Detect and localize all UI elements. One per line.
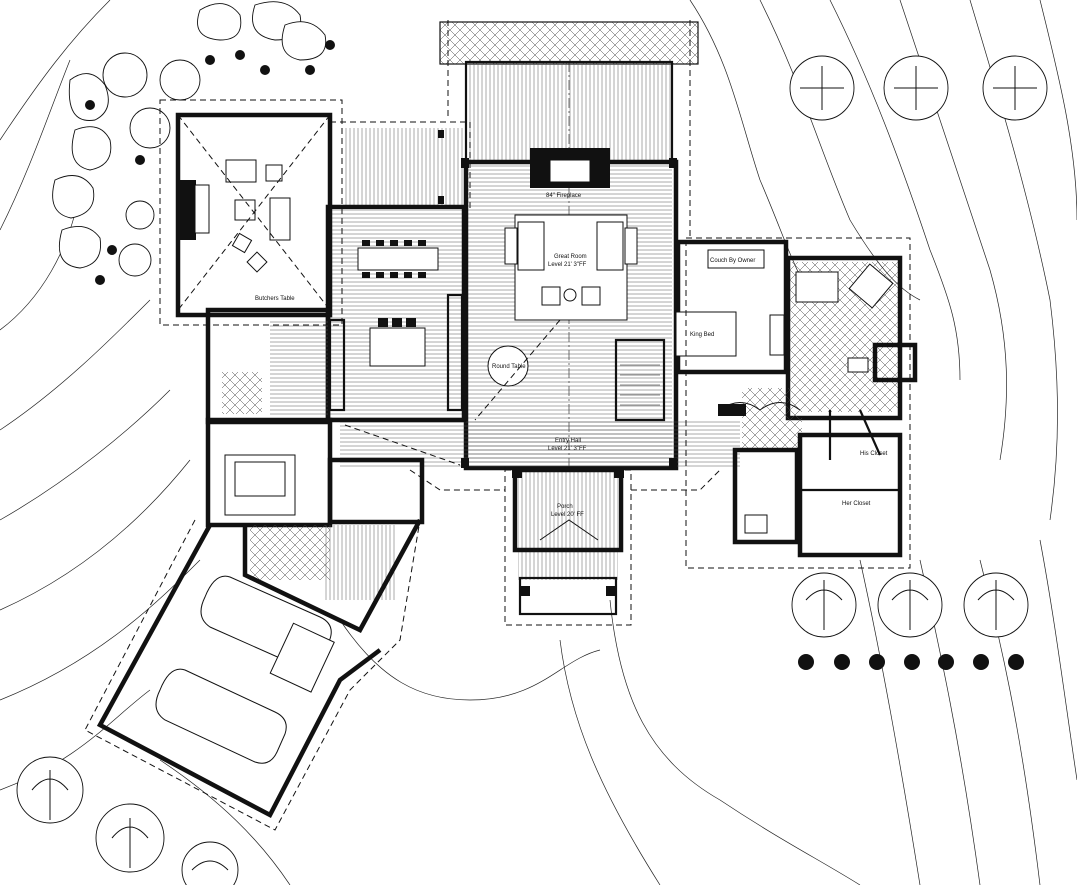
entry-hall-label: Entry Hall (555, 438, 581, 444)
great-room-label: Great Room (554, 254, 587, 260)
dining-table (357, 247, 439, 271)
room-label: Couch By Owner (710, 258, 755, 264)
his-closet-label: His Closet (860, 451, 888, 457)
round-table (487, 345, 529, 387)
room-label: Round Table (492, 364, 526, 370)
front-porch (518, 470, 618, 580)
entry-hall-level: Level 21' 3"FF (548, 446, 587, 452)
kitchen-island (369, 327, 426, 367)
landscape-trees (16, 1, 1048, 885)
room-label: Level 20' FF (551, 512, 584, 518)
stone-planter (439, 21, 699, 65)
room-label: Porch (557, 504, 573, 510)
room-label: King Bed (690, 332, 714, 338)
garage (96, 523, 382, 819)
fireplace-label: 84" Fireplace (546, 193, 582, 199)
her-closet-label: Her Closet (842, 501, 871, 507)
car-bottom (155, 668, 287, 764)
structural-columns (438, 130, 677, 596)
room-label: Butchers Table (255, 296, 295, 302)
great-room-level: Level 21' 3"FF (548, 262, 587, 268)
car-top (200, 575, 335, 693)
